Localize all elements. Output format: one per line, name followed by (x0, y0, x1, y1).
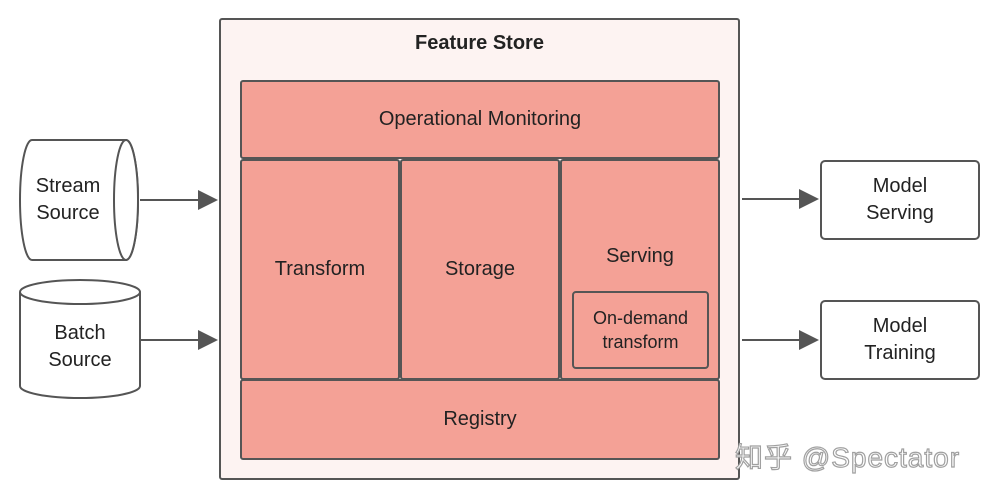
model-serving-box: Model Serving (820, 160, 980, 240)
stream-source-shape (19, 139, 139, 261)
batch-source-label: Batch Source (48, 322, 112, 371)
model-training-box: Model Training (820, 300, 980, 380)
batch-source-shape (19, 279, 141, 399)
serving-label: Serving (606, 244, 674, 267)
feature-store-title: Feature Store (415, 31, 544, 54)
operational-monitoring-block: Operational Monitoring (240, 80, 720, 159)
stream-source-label: Stream Source (35, 175, 101, 224)
registry-block: Registry (240, 379, 720, 460)
storage-block: Storage (400, 159, 560, 380)
on-demand-transform-block: On-demand transform (572, 291, 709, 369)
watermark: 知乎 @Spectator (734, 441, 961, 473)
transform-block: Transform (240, 159, 400, 380)
